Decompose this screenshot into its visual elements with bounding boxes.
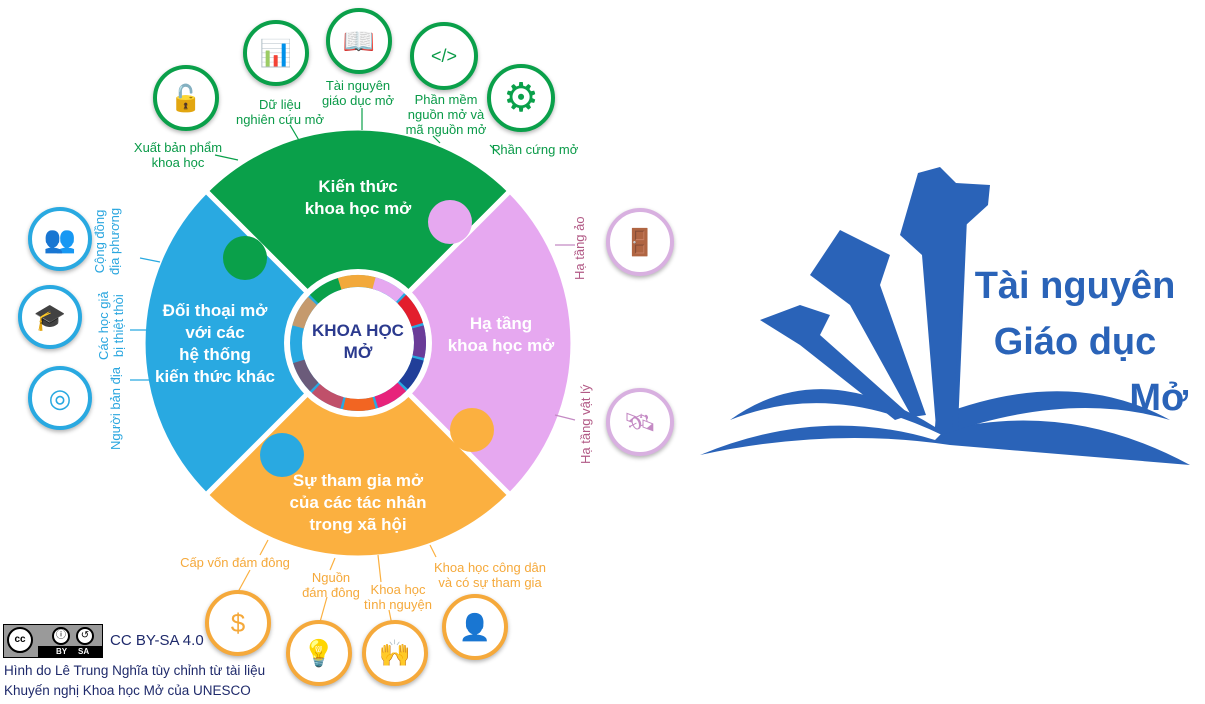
center-title: KHOA HỌC MỞ (312, 321, 404, 362)
sa-icon: ↺ (76, 627, 94, 645)
infrastructure-item-virtual[interactable]: Hạ tầng ảo (572, 216, 587, 280)
gear-icon: ⚙ (487, 64, 555, 132)
knowledge-item-hardware[interactable]: Phần cứng mở (491, 142, 579, 157)
quadrant-knowledge-shape (202, 125, 514, 347)
dialogue-item-indigenous[interactable]: Người bản địa (108, 367, 123, 450)
scholars-icon: 🎓 (18, 285, 82, 349)
by-icon: ⓘ (52, 627, 70, 645)
oer-logo-hands-book (700, 167, 1190, 465)
quadrant-knowledge[interactable]: Kiến thức khoa học mở (304, 177, 412, 218)
cc-icon: cc (7, 627, 33, 653)
code-window-icon: </> (410, 22, 478, 90)
quadrant-engagement-shape (202, 339, 514, 561)
cc-license-badge[interactable]: cc ⓘ ↺ BY SA (3, 624, 103, 658)
unlock-icon: 🔓 (153, 65, 219, 131)
oer-logo-text: Tài nguyên Giáo dục Mở (974, 265, 1188, 419)
open-book-hands-icon: 📖 (326, 8, 392, 74)
license-label[interactable]: CC BY-SA 4.0 (110, 632, 204, 649)
engagement-item-crowdfunding[interactable]: Cấp vốn đám đông (180, 555, 290, 570)
satellite-icon: 🛰 (606, 388, 674, 456)
door-icon: 🚪 (606, 208, 674, 276)
infrastructure-item-physical[interactable]: Hạ tầng vật lý (578, 384, 593, 465)
community-icon: 👥 (28, 207, 92, 271)
crowdfunding-icon: $ (205, 590, 271, 656)
data-chart-icon: 📊 (243, 20, 309, 86)
credit-text: Hình do Lê Trung Nghĩa tùy chỉnh từ tài … (4, 663, 266, 698)
citizen-icon: 👤 (442, 594, 508, 660)
quadrant-dialogue[interactable]: Đối thoại mở với các hệ thống kiến thức … (154, 301, 276, 386)
quadrant-infrastructure[interactable]: Hạ tầng khoa học mở (447, 314, 555, 355)
crowdsourcing-icon: 💡 (286, 620, 352, 686)
raised-hands-icon: 🙌 (362, 620, 428, 686)
quadrant-infrastructure-shape (354, 187, 576, 499)
quadrant-dialogue-shape (140, 187, 362, 499)
quadrant-engagement[interactable]: Sự tham gia mở của các tác nhân trong xã… (289, 471, 427, 534)
indigenous-pattern-icon: ◎ (28, 366, 92, 430)
open-science-wheel (130, 108, 576, 626)
